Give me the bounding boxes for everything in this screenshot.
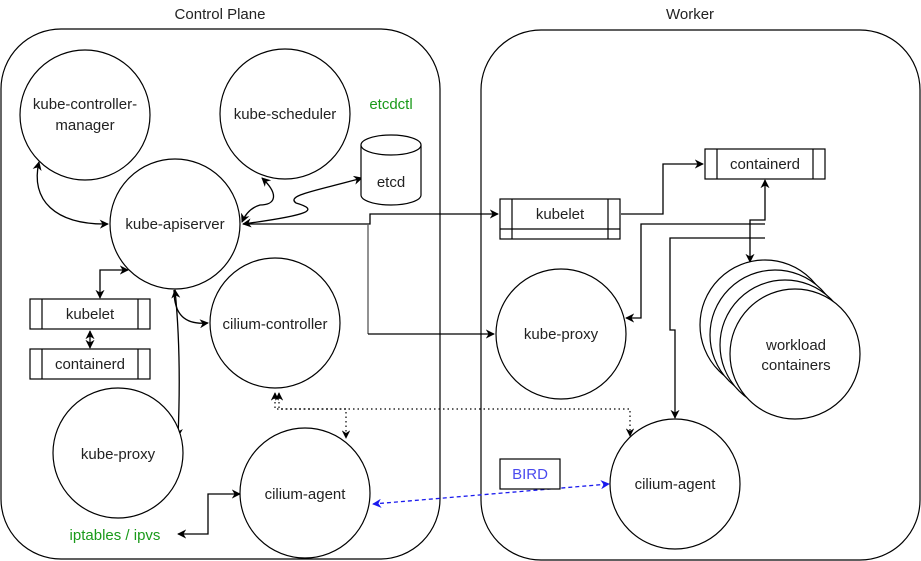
iptables-ipvs-label: iptables / ipvs <box>70 527 161 544</box>
kube-proxy-cp-label: kube-proxy <box>81 446 156 463</box>
etcd-label: etcd <box>377 174 405 191</box>
cilium-agent-cp-label: cilium-agent <box>265 486 347 503</box>
kube-apiserver-label: kube-apiserver <box>125 216 224 233</box>
worker-label: Worker <box>666 6 714 23</box>
kube-controller-manager-node[interactable]: kube-controller- manager <box>19 49 151 181</box>
cilium-agent-worker-node[interactable]: cilium-agent <box>609 418 741 550</box>
kube-proxy-worker-label: kube-proxy <box>524 326 599 343</box>
edge-iptables-cilium-agent <box>177 489 241 539</box>
containerd-worker-node[interactable]: containerd <box>704 148 826 180</box>
cilium-agent-cp-node[interactable]: cilium-agent <box>239 427 371 559</box>
kubelet-cp-label: kubelet <box>66 306 115 323</box>
kube-proxy-cp-node[interactable]: kube-proxy <box>52 387 184 519</box>
edge-apiserver-kubelet-worker <box>243 209 499 225</box>
edge-dotted-controller-agent-worker <box>274 392 635 437</box>
workload-containers-node[interactable]: workload containers <box>699 259 861 420</box>
containerd-cp-node[interactable]: containerd <box>29 348 151 380</box>
edge-etcd-apiserver <box>242 175 363 228</box>
edge-scheduler-apiserver <box>241 177 275 223</box>
worker-group: Worker <box>480 6 921 561</box>
kube-controller-manager-label-1: kube-controller- <box>33 96 137 113</box>
cilium-controller-label: cilium-controller <box>222 316 327 333</box>
etcd-node[interactable]: etcd <box>360 134 422 206</box>
control-plane-label: Control Plane <box>175 6 266 23</box>
edge-containerd-kube-proxy-worker <box>625 223 765 323</box>
edge-containerd-workload <box>745 179 770 263</box>
cilium-agent-worker-label: cilium-agent <box>635 476 717 493</box>
containerd-cp-label: containerd <box>55 356 125 373</box>
edges <box>32 159 770 539</box>
kubelet-cp-node[interactable]: kubelet <box>29 298 151 330</box>
edge-apiserver-kube-proxy-cp <box>171 289 183 438</box>
cilium-controller-node[interactable]: cilium-controller <box>209 257 341 389</box>
edge-apiserver-kubelet-cp <box>95 265 129 299</box>
edge-kubelet-containerd-worker <box>621 159 704 215</box>
workload-containers-label-2: containers <box>761 357 830 374</box>
edge-controller-manager-apiserver <box>32 161 109 229</box>
containerd-worker-label: containerd <box>730 156 800 173</box>
kube-apiserver-node[interactable]: kube-apiserver <box>109 158 241 290</box>
edge-containerd-cilium-agent-worker <box>669 237 765 419</box>
edge-apiserver-cilium-controller <box>173 289 209 329</box>
bird-label: BIRD <box>512 466 548 483</box>
workload-containers-label-1: workload <box>765 337 826 354</box>
kube-scheduler-label: kube-scheduler <box>234 106 337 123</box>
control-plane-group: Control Plane <box>0 6 441 560</box>
kubelet-worker-node[interactable]: kubelet <box>499 198 621 240</box>
bird-node[interactable]: BIRD <box>499 458 561 490</box>
kubelet-worker-label: kubelet <box>536 206 585 223</box>
etcdctl-label: etcdctl <box>369 96 412 113</box>
kube-proxy-worker-node[interactable]: kube-proxy <box>495 268 627 400</box>
kube-controller-manager-label-2: manager <box>55 117 114 134</box>
kube-scheduler-node[interactable]: kube-scheduler <box>219 48 351 180</box>
edge-bgp-cilium-agents <box>372 480 610 508</box>
